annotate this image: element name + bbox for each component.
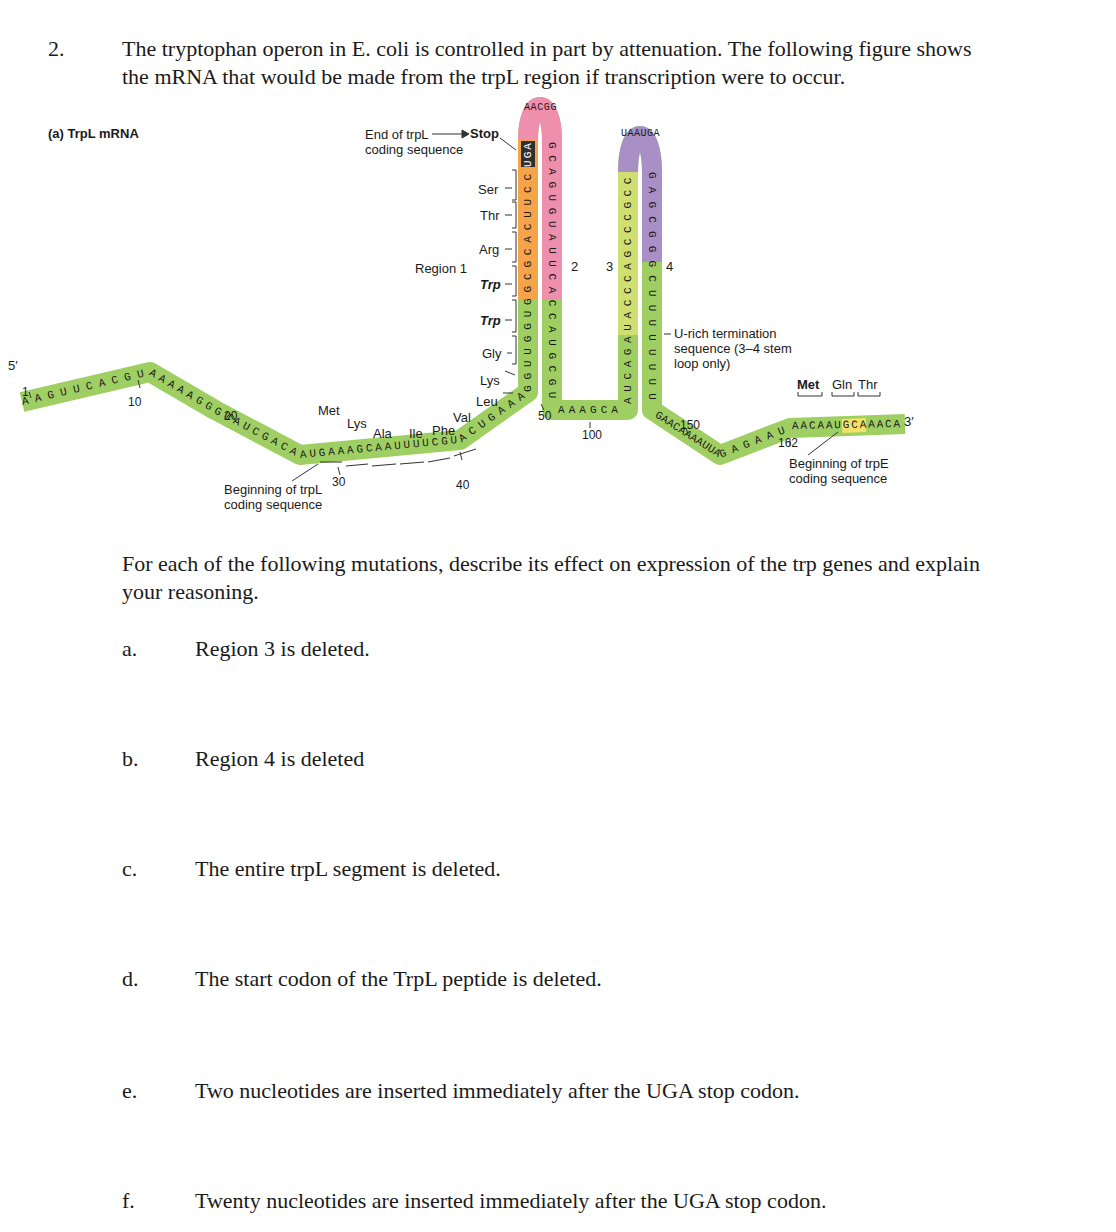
item-text: Twenty nucleotides are inserted immediat… [195, 1187, 826, 1215]
sequence-text: GUAUCGACA [212, 405, 303, 461]
sequence-text: AUCAGAUACCCAGCCCGCC [622, 172, 634, 404]
problem-text: The tryptophan operon in E. coli is cont… [122, 35, 994, 91]
item-letter: a. [122, 635, 137, 663]
amino-acid-label: Ser [478, 182, 498, 197]
sequence-text: AAAAAGG [147, 367, 218, 415]
question-text: For each of the following mutations, des… [122, 550, 994, 606]
region-number: 3 [606, 259, 613, 274]
sequence-text: AACGG [524, 102, 557, 114]
mrna-backbone [22, 107, 905, 455]
item-letter: b. [122, 745, 139, 773]
amino-acid-label: Trp [480, 277, 501, 292]
amino-acid-label: Gly [482, 346, 502, 361]
trpl-start-leader [292, 464, 318, 481]
amino-acid-label: Thr [480, 208, 500, 223]
amino-acid-label: Met [318, 403, 340, 418]
item-text: The entire trpL segment is deleted. [195, 855, 501, 883]
callout-text: Beginning of trpL coding sequence [224, 482, 342, 512]
trpe-start-leader [808, 432, 838, 455]
amino-acid-label: Ala [373, 426, 392, 441]
region-number: 4 [666, 259, 673, 274]
stop-label: Stop [470, 126, 499, 141]
sequence-text: GAGCGGGCUUUUUUUU [646, 172, 658, 408]
item-letter: f. [122, 1187, 135, 1215]
amino-acid-label: Arg [479, 242, 499, 257]
sequence-text: UAAUGA [621, 128, 660, 140]
urich-leader [664, 334, 671, 335]
item-text: Region 4 is deleted [195, 745, 364, 773]
end-label: 3′ [904, 414, 914, 429]
position-number: 30 [332, 476, 345, 489]
position-number: 40 [456, 479, 469, 492]
stop-arrow-head [462, 130, 469, 138]
amino-acid-label: Thr [858, 377, 878, 392]
callout-text: Beginning of trpE coding sequence [789, 456, 904, 486]
sequence-text: GAACAAAAUUA [653, 409, 723, 460]
position-number: 162 [778, 437, 798, 450]
position-ticks [29, 380, 790, 475]
item-text: The start codon of the TrpL peptide is d… [195, 965, 602, 993]
region-label: Region 1 [415, 261, 467, 276]
problem-number: 2. [48, 35, 65, 63]
item-text: Two nucleotides are inserted immediately… [195, 1077, 800, 1105]
amino-acid-label: Gln [832, 377, 852, 392]
position-number: 50 [538, 410, 551, 423]
amino-acid-label: Met [797, 377, 819, 392]
amino-acid-label: Trp [480, 313, 501, 328]
sequence-text: GGUUGGUGGCGCACUUCC [522, 168, 534, 392]
item-letter: c. [122, 855, 137, 883]
codon-brackets [503, 170, 516, 393]
amino-acid-label: Lys [480, 373, 500, 388]
figure-panel-label: (a) TrpL mRNA [48, 126, 139, 141]
met-gln-thr-brackets [798, 392, 880, 396]
sequence-text: UGA [521, 141, 535, 167]
sequence-text: AACAAUGCAAACA [792, 418, 902, 432]
stop-leader [500, 138, 516, 150]
callout-text: End of trpL coding sequence [365, 127, 465, 157]
stop-arrow [432, 134, 462, 135]
position-number: 100 [582, 429, 602, 442]
sequence-text: GCAGUGUAUUCACCAUGCGU [546, 142, 558, 405]
position-number: 10 [128, 396, 141, 409]
item-letter: e. [122, 1077, 137, 1105]
end-label: 5′ [8, 358, 18, 373]
amino-acid-label: Val [453, 410, 471, 425]
sequence-text: AAAGCA [558, 404, 622, 416]
item-text: Region 3 is deleted. [195, 635, 370, 663]
callout-text: U-rich termination sequence (3–4 stem lo… [674, 326, 800, 371]
item-letter: d. [122, 965, 139, 993]
region-number: 2 [571, 259, 578, 274]
amino-acid-label: Lys [347, 416, 367, 431]
